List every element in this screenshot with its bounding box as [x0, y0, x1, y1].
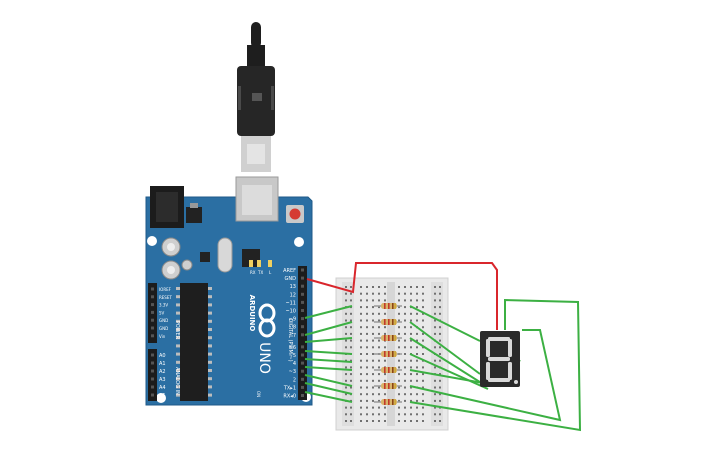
signal-wire[interactable]: [304, 337, 353, 343]
signal-wire[interactable]: [304, 305, 353, 319]
led-label-tx: TX: [257, 270, 263, 275]
led-label-l: L: [269, 270, 272, 275]
uno-model-label: UNO: [256, 342, 272, 374]
analog-header: [148, 349, 157, 401]
analog-pin-label: A0: [159, 353, 166, 359]
digital-pin-label: 12: [290, 292, 296, 298]
power-pin-label: 3.3V: [159, 303, 168, 308]
digital-section-label: DIGITAL (PWM ~): [287, 318, 293, 361]
signal-wire[interactable]: [304, 358, 353, 363]
power-pin-label: RESET: [159, 295, 172, 300]
analog-pin-label: A4: [159, 385, 166, 391]
analog-pin-label: A3: [159, 377, 166, 383]
digital-pin-label: ~6: [289, 345, 296, 351]
power-pin-label: 5V: [159, 310, 165, 315]
voltage-regulator: [186, 207, 202, 223]
seven-segment-display-icon[interactable]: 8: [0, 0, 520, 387]
display-wire[interactable]: [409, 298, 582, 432]
digital-pin-label: 8: [293, 325, 296, 331]
on-led-label: ON: [256, 391, 261, 397]
analog-pin-label: A5: [159, 393, 166, 399]
display-wire[interactable]: [409, 337, 484, 385]
analog-pin-label: A1: [159, 361, 166, 367]
usb-controller-chip: [242, 249, 260, 267]
resistor-array[interactable]: [374, 303, 402, 405]
crystal-oscillator: [217, 237, 233, 273]
display-wire[interactable]: [409, 353, 489, 390]
digital-pin-label: 13: [290, 284, 296, 290]
signal-wire[interactable]: [304, 366, 353, 371]
digital-pin-label: ~11: [285, 300, 296, 306]
arduino-brand-label: ARDUINO: [248, 295, 256, 332]
power-pin-label: GND: [159, 318, 168, 323]
digital-pin-label: AREF: [283, 268, 296, 274]
digital-pin-label: ~9: [289, 317, 296, 323]
digital-pin-label: GND: [285, 276, 297, 282]
reset-button-icon[interactable]: [286, 205, 304, 223]
digital-header: [298, 266, 307, 400]
capacitor-2: [161, 260, 181, 280]
display-wire[interactable]: [409, 305, 481, 342]
led-label-rx: RX: [250, 270, 256, 275]
digital-pin-label: ~5: [289, 353, 296, 359]
power-section-label: POWER: [174, 321, 180, 340]
status-leds: RX TX L: [249, 260, 272, 275]
usb-b-plug-icon[interactable]: [237, 22, 275, 172]
signal-wire[interactable]: [304, 321, 353, 336]
signal-wire[interactable]: [304, 391, 353, 403]
capacitor-1: [161, 237, 181, 257]
dc-barrel-jack-icon: [150, 186, 184, 228]
signal-wire[interactable]: [304, 374, 353, 387]
display-wire[interactable]: [409, 329, 562, 422]
signal-wire[interactable]: [304, 350, 353, 355]
arduino-uno-board[interactable]: RX TX L AREF GND 13 12 ~11 ~10 ~9 8 7 ~6 ~5 4 ~3 2TX▸…: [145, 176, 313, 406]
digital-pin-label: RX◂0: [283, 394, 296, 400]
power-pin-label: GND: [159, 326, 168, 331]
power-pin-label: Vin: [159, 334, 166, 339]
digital-pin-label: TX▸1: [283, 385, 296, 391]
power-pin-label: IOREF: [159, 287, 172, 292]
display-wire[interactable]: [409, 321, 481, 375]
digital-pin-label: 7: [293, 333, 296, 339]
arduino-infinity-logo-icon: [258, 303, 276, 338]
analog-section-label: ANALOG IN: [174, 367, 180, 395]
digital-pin-label: 4: [293, 361, 296, 367]
digital-pin-label: ~3: [289, 369, 296, 375]
digital-pin-label: ~10: [285, 309, 296, 315]
gnd-wire[interactable]: [306, 262, 498, 330]
signal-wire[interactable]: [304, 382, 353, 395]
analog-pin-label: A2: [159, 369, 166, 375]
atmega-microcontroller: [180, 283, 208, 401]
display-digit-value: 8: [0, 0, 1, 1]
digital-pin-label: 2: [293, 377, 296, 383]
usb-b-socket: [235, 176, 279, 222]
